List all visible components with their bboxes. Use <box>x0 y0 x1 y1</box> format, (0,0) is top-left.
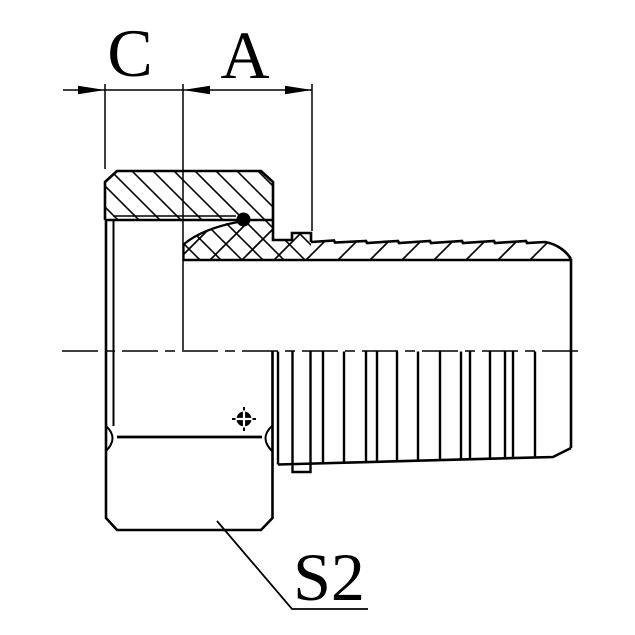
leader-line <box>216 520 368 610</box>
dimension-annotations <box>63 84 313 350</box>
hex-corner-arc <box>264 425 273 452</box>
arrowhead-icon <box>285 85 312 95</box>
hex-nut <box>104 220 274 532</box>
arrowhead-icon <box>183 85 210 95</box>
stem-bottom-edge <box>277 446 572 466</box>
dimension-label-c: C <box>107 15 152 91</box>
ball-seal-dot <box>236 212 251 227</box>
dimension-extension-lines <box>104 84 313 350</box>
seal-cone-curve <box>183 220 239 245</box>
hose-barb-stem <box>276 351 572 474</box>
arrowhead-icon <box>78 85 105 95</box>
dimension-arrowheads <box>78 85 312 95</box>
ferrule-stop-tab <box>291 351 312 474</box>
nut-outline <box>104 220 274 532</box>
dimension-label-a: A <box>220 17 269 93</box>
stem-top-serrated-edge <box>310 239 573 260</box>
s2-callout: S2 <box>216 520 368 615</box>
hex-corner-arc <box>105 425 114 452</box>
barb-ramp-lines <box>183 219 571 261</box>
fitting-upper-section <box>103 169 573 448</box>
s2-label: S2 <box>293 539 365 615</box>
center-mark-icon <box>232 407 256 431</box>
section-hatching <box>105 171 311 261</box>
nut-flange-outline <box>103 169 313 242</box>
